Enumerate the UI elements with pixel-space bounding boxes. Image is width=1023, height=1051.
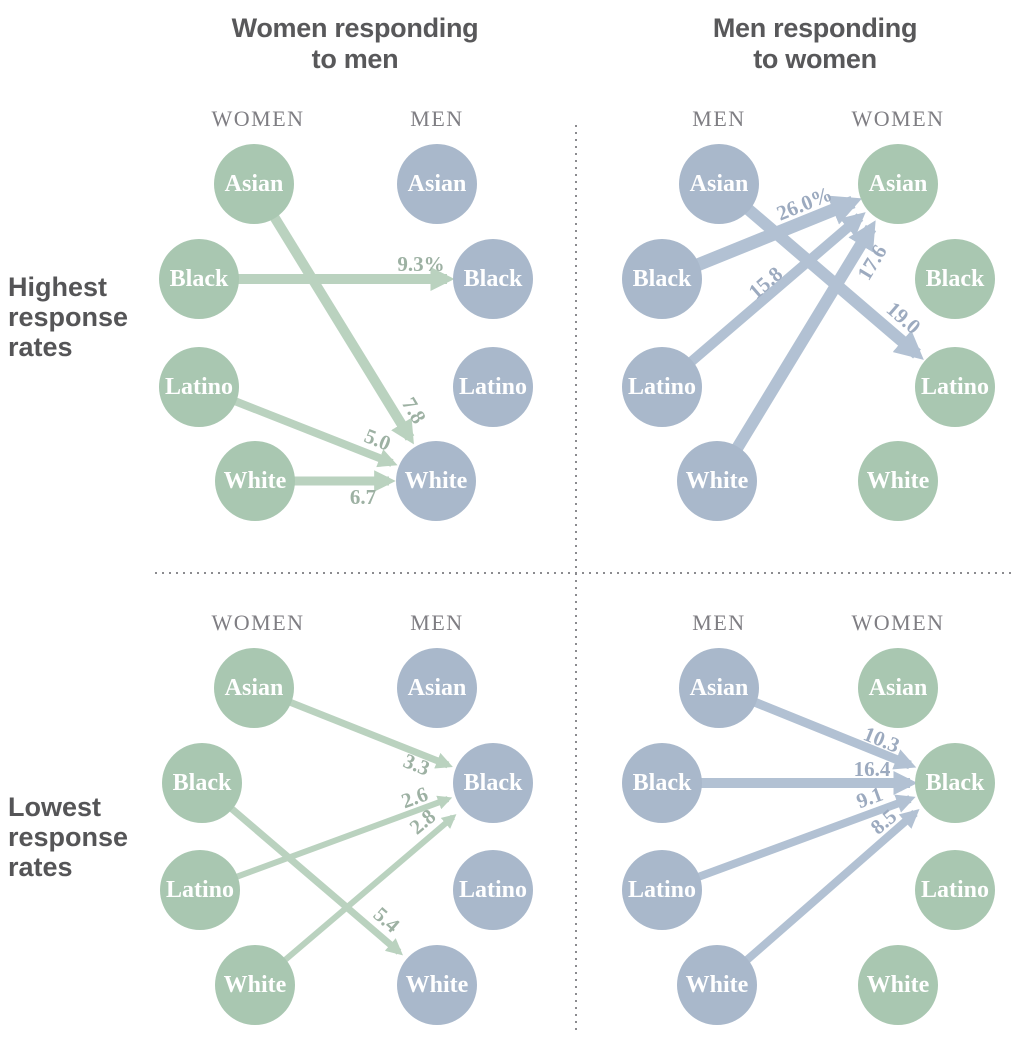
node-men-white: White (396, 441, 476, 521)
arrow-latino-women-to-white-men (225, 394, 398, 468)
node-women-white: White (215, 945, 295, 1025)
node-women-latino: Latino (159, 347, 239, 427)
column-header-women: WOMEN (851, 610, 945, 635)
panel-title-men-responding: Men responding to women (685, 13, 945, 75)
panel-title-women-responding: Women responding to men (225, 13, 485, 75)
panel-title-line: to men (311, 44, 399, 74)
arrow-latino-men-to-asian-women (681, 212, 866, 371)
node-men-latino: Latino (622, 347, 702, 427)
panel-title-line: Men responding (712, 13, 918, 43)
column-header-women: WOMEN (211, 610, 305, 635)
node-men-black: Black (453, 239, 533, 319)
arrow-white-women-to-black-men (276, 814, 457, 969)
node-women-asian: Asian (858, 648, 938, 728)
edge-value-label: 15.8 (744, 262, 787, 304)
node-women-black: Black (915, 743, 995, 823)
node-men-asian: Asian (397, 144, 477, 224)
row-label-line: rates (8, 332, 73, 362)
row-label-line: Highest (8, 272, 108, 302)
arrow-latino-men-to-black-women (688, 794, 916, 884)
column-header-men: MEN (692, 610, 746, 635)
arrow-latino-women-to-black-men (226, 795, 453, 883)
node-women-asian: Asian (214, 648, 294, 728)
row-label-highest-response-rates: Highest response rates (8, 272, 178, 362)
node-women-white: White (858, 441, 938, 521)
panel-title-line: to women (753, 44, 877, 74)
node-women-asian: Asian (858, 144, 938, 224)
edge-value-label: 16.4 (854, 757, 891, 781)
node-women-latino: Latino (915, 850, 995, 930)
node-women-black: Black (915, 239, 995, 319)
edge-value-label: 9.3% (397, 252, 444, 276)
row-label-line: Lowest (8, 792, 102, 822)
horizontal-divider (155, 572, 1015, 574)
arrow-asian-women-to-black-men (280, 695, 453, 769)
node-men-latino: Latino (622, 850, 702, 930)
node-men-white: White (677, 441, 757, 521)
node-men-black: Black (622, 239, 702, 319)
node-women-latino: Latino (160, 850, 240, 930)
arrow-asian-women-to-white-men (265, 207, 415, 445)
node-men-latino: Latino (453, 850, 533, 930)
arrow-white-men-to-black-women (737, 809, 920, 970)
node-men-white: White (677, 945, 757, 1025)
column-header-women: WOMEN (211, 106, 305, 131)
node-women-asian: Asian (214, 144, 294, 224)
column-header-women: WOMEN (851, 106, 945, 131)
node-women-white: White (858, 945, 938, 1025)
row-label-line: response (8, 822, 129, 852)
vertical-divider (575, 125, 577, 1032)
edge-value-label: 3.3 (400, 748, 433, 780)
arrow-asian-men-to-latino-women (738, 199, 924, 360)
node-men-asian: Asian (397, 648, 477, 728)
node-women-black: Black (159, 239, 239, 319)
row-label-lowest-response-rates: Lowest response rates (8, 792, 178, 882)
row-label-line: rates (8, 852, 73, 882)
node-men-asian: Asian (679, 144, 759, 224)
edge-value-label: 6.7 (350, 485, 376, 509)
column-header-men: MEN (410, 106, 464, 131)
node-men-latino: Latino (453, 347, 533, 427)
arrow-black-women-to-white-men (222, 800, 403, 956)
arrow-asian-men-to-black-women (745, 694, 917, 770)
node-men-black: Black (622, 743, 702, 823)
column-header-men: MEN (692, 106, 746, 131)
node-men-asian: Asian (679, 648, 759, 728)
panel-title-line: Women responding (231, 13, 479, 43)
node-men-white: White (397, 945, 477, 1025)
node-women-black: Black (162, 743, 242, 823)
column-header-men: MEN (410, 610, 464, 635)
row-label-line: response (8, 302, 129, 332)
node-men-black: Black (453, 743, 533, 823)
node-women-white: White (215, 441, 295, 521)
node-women-latino: Latino (915, 347, 995, 427)
arrow-white-men-to-asian-women (727, 220, 877, 459)
